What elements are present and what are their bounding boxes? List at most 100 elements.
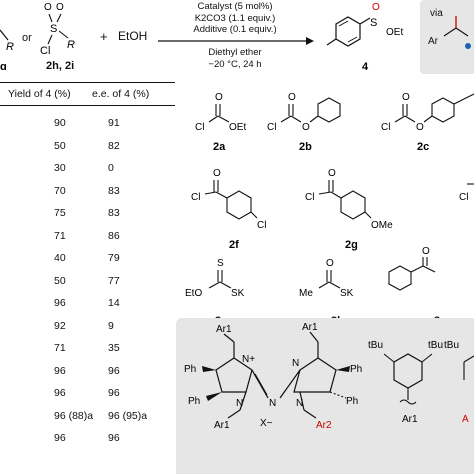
2b-o-ester: O xyxy=(302,122,310,133)
yield-cell: 50 xyxy=(54,139,66,152)
results-table: Yield of 4 (%) e.e. of 4 (%) xyxy=(0,82,175,106)
cat-x-minus: X− xyxy=(260,418,273,429)
yield-cell: 30 xyxy=(54,162,66,174)
ee-cell: 79 xyxy=(108,252,120,264)
cat-ph-3: Ph xyxy=(350,364,362,375)
table-row: 50 77 xyxy=(0,275,175,297)
product-structure: S O OEt 4 xyxy=(326,2,403,73)
cat-ar2: Ar2 xyxy=(316,420,332,431)
yield-cell: 96 xyxy=(54,387,66,399)
2c-cl: Cl xyxy=(381,122,390,133)
ee-cell: 86 xyxy=(108,229,120,242)
yield-cell: 75 xyxy=(54,207,66,219)
yield-cell: 71 xyxy=(54,342,66,354)
header-ee: e.e. of 4 (%) xyxy=(92,88,150,100)
ee-cell: 0 xyxy=(108,162,114,174)
yield-cell: 50 xyxy=(54,274,66,287)
cat-ar1-bottom: Ar1 xyxy=(214,420,230,431)
cat-ar1-top-left: Ar1 xyxy=(216,324,232,335)
sulfonyl-cl: Cl xyxy=(40,45,50,57)
left-reagent-fragment: R g xyxy=(0,29,14,70)
product-o-atom: O xyxy=(372,2,380,13)
inset-ar-label: Ar xyxy=(428,36,438,47)
cat-ar1-top-right: Ar1 xyxy=(302,322,318,333)
ee-cell: 83 xyxy=(108,184,120,197)
additive-structures: O Cl OEt 2a O Cl O 2b O Cl O 2c O xyxy=(185,92,474,299)
2c-label: 2c xyxy=(417,141,429,153)
table-row: 96 96 xyxy=(0,365,175,387)
base-condition: K2CO3 (1.1 equiv.) xyxy=(194,12,276,24)
compound-2c: O Cl O 2c xyxy=(381,92,474,153)
2b-cl: Cl xyxy=(267,122,276,133)
table-top-rule xyxy=(0,82,175,83)
yield-cell: 96 (88)a xyxy=(54,409,94,422)
ee-cell: 35 xyxy=(108,342,120,354)
temp-time-condition: −20 °C, 24 h xyxy=(208,58,262,70)
left-r-label: R xyxy=(6,41,14,53)
2f-para-cl: Cl xyxy=(257,220,266,231)
ee-cell: 96 xyxy=(108,364,120,377)
table-row: 96 96 xyxy=(0,387,175,409)
ee-cell: 96 xyxy=(108,387,120,399)
table-row: 50 82 xyxy=(0,140,175,162)
catalyst-condition: Catalyst (5 mol%) xyxy=(197,1,273,12)
cat-ph-1: Ph xyxy=(184,364,196,375)
2a-label: 2a xyxy=(213,141,226,153)
table-row: 70 83 xyxy=(0,185,175,207)
conditions-below-arrow: Diethyl ether −20 °C, 24 h xyxy=(160,47,310,70)
via-text: via xyxy=(430,8,443,19)
cat-n-right-bottom: N xyxy=(296,398,303,409)
table-header-row: Yield of 4 (%) e.e. of 4 (%) xyxy=(0,83,175,105)
2g-cl: Cl xyxy=(305,192,314,203)
ee-cell: 9 xyxy=(108,319,114,332)
3b-o: O xyxy=(326,258,334,269)
cat-n-bridge: N xyxy=(269,398,276,409)
yield-cell: 90 xyxy=(54,117,66,129)
plus-sign: + xyxy=(100,29,108,44)
yield-cell: 70 xyxy=(54,184,66,197)
cat-ar1-definition: Ar1 xyxy=(402,414,418,425)
cat-tbu-3: tBu xyxy=(444,340,459,351)
additive-condition: Additive (0.1 equiv.) xyxy=(193,24,277,35)
ethanol-label: EtOH xyxy=(118,29,148,43)
3b-sk: SK xyxy=(340,288,354,299)
2f-cl: Cl xyxy=(191,192,200,203)
cat-n-left-bottom: N xyxy=(236,398,243,409)
compound-2h-partial: Cl xyxy=(459,183,474,203)
ee-cell: 91 xyxy=(108,117,120,129)
yield-cell: 96 xyxy=(54,297,66,309)
reagent-compound-label: 2h, 2i xyxy=(46,60,75,72)
compound-2b: O Cl O 2b xyxy=(267,92,341,153)
table-row: 90 91 xyxy=(0,117,175,139)
table-row: 96 14 xyxy=(0,297,175,319)
ee-cell: 14 xyxy=(108,297,120,309)
compound-2f: O Cl Cl 2f xyxy=(191,168,266,251)
cat-ph-4: Ph xyxy=(346,396,358,407)
cat-ar2-partial: A xyxy=(462,414,469,425)
reaction-scheme: R g or O O S Cl R + EtOH 2h, 2i Catalyst… xyxy=(0,0,474,80)
catalyst-panel: Ar1 Ar1 Ph Ph Ph Ph N+ N N N N X− Ar1 Ar… xyxy=(176,318,474,474)
yield-cell: 96 xyxy=(54,432,66,444)
or-text: or xyxy=(22,32,32,44)
2c-o: O xyxy=(402,92,410,103)
3b-me: Me xyxy=(299,288,313,299)
catalyst-structure: Ar1 Ar1 Ph Ph Ph Ph N+ N N N N X− Ar1 Ar… xyxy=(184,322,474,431)
ee-cell: 77 xyxy=(108,274,120,287)
ee-cell: 82 xyxy=(108,139,120,152)
sulfonyl-chloride-structure: O O S Cl R xyxy=(40,2,75,57)
reaction-arrow xyxy=(158,37,314,45)
2c-o-ester: O xyxy=(416,122,424,133)
sulfonyl-o-top-left: O xyxy=(44,2,52,13)
compound-3a: S EtO SK xyxy=(185,258,245,299)
2f-o: O xyxy=(213,168,221,179)
cat-tbu-2: tBu xyxy=(428,340,443,351)
2b-label: 2b xyxy=(299,141,312,153)
cat-n-plus: N+ xyxy=(242,354,255,365)
table-row: 30 0 xyxy=(0,162,175,184)
product-label: 4 xyxy=(362,61,369,73)
2a-o: O xyxy=(215,92,223,103)
yield-cell: 92 xyxy=(54,319,66,332)
cat-n-right-top: N xyxy=(292,358,299,369)
table-row: 71 35 xyxy=(0,342,175,364)
ee-cell: 96 (95)a xyxy=(108,409,148,422)
